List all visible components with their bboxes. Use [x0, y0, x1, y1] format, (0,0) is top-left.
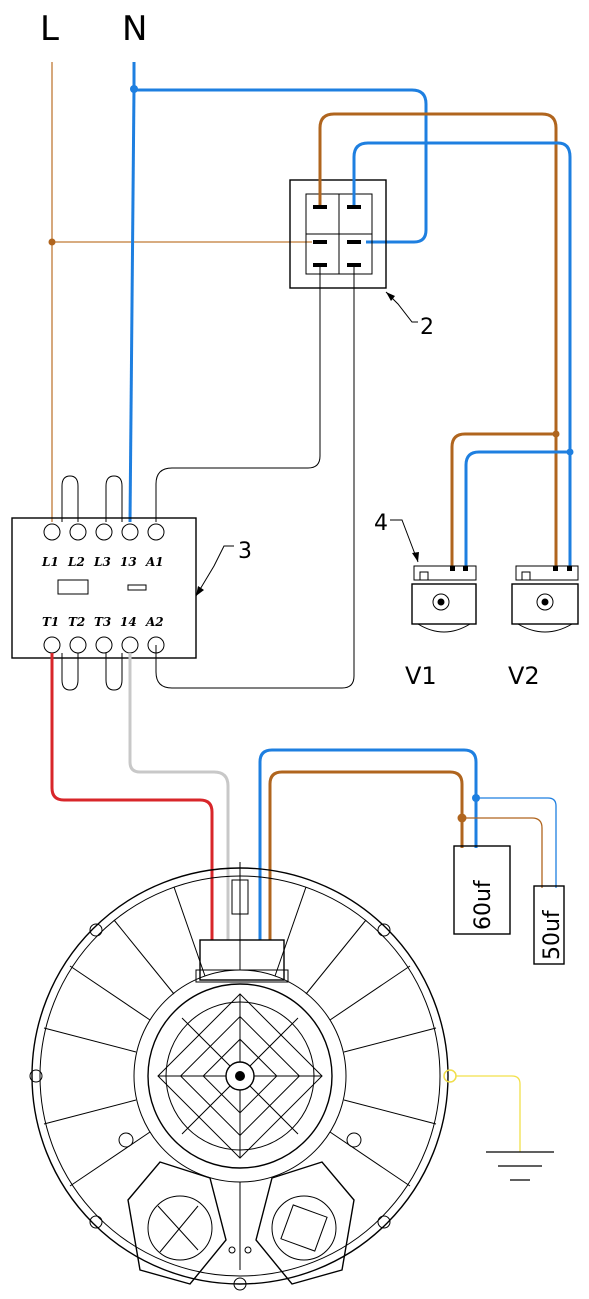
- switch-callout: 2: [385, 291, 434, 340]
- terminal-13: 13: [120, 555, 137, 569]
- bottom-terminals: [43, 636, 165, 654]
- terminal-l3: L3: [93, 555, 111, 569]
- valve-v1: [411, 565, 477, 633]
- capacitor-large-label: 60uf: [471, 879, 496, 930]
- valve-feed-wires: [318, 112, 574, 566]
- valve-callout: 4: [374, 511, 419, 563]
- motor-feed-wires: [50, 653, 557, 940]
- terminal-a1: A1: [145, 555, 164, 569]
- capacitor-small: 50uf: [533, 885, 565, 965]
- terminal-l2: L2: [67, 555, 85, 569]
- valve-callout-number: 4: [374, 511, 388, 536]
- top-terminals: [43, 523, 165, 541]
- neutral-supply-wire: [128, 62, 428, 523]
- earth-connection: [443, 1069, 554, 1181]
- contactor-callout: 3: [195, 539, 252, 597]
- terminal-t3: T3: [94, 615, 111, 629]
- valve-v1-label: V1: [405, 662, 437, 690]
- terminal-14: 14: [120, 615, 137, 629]
- switch-callout-number: 2: [420, 315, 434, 340]
- neutral-label: N: [122, 9, 147, 49]
- valve-v2: [511, 565, 579, 633]
- line-label: L: [40, 9, 59, 49]
- blower-motor: [29, 862, 457, 1291]
- contactor-callout-number: 3: [238, 539, 252, 564]
- terminal-a2: A2: [145, 615, 164, 629]
- capacitor-large: 60uf: [453, 845, 511, 935]
- selector-switch: [289, 179, 387, 289]
- terminal-t1: T1: [42, 615, 59, 629]
- ports: [127, 1161, 355, 1285]
- terminal-l1: L1: [41, 555, 59, 569]
- valve-v2-label: V2: [508, 662, 540, 690]
- contactor: L1 L2 L3 13 A1 T1 T2 T3 14 A2: [11, 475, 197, 691]
- motor-grille: [157, 993, 323, 1159]
- terminal-t2: T2: [68, 615, 85, 629]
- capacitor-small-label: 50uf: [540, 909, 565, 960]
- control-wires: [155, 267, 355, 689]
- line-supply-wire: [48, 62, 312, 522]
